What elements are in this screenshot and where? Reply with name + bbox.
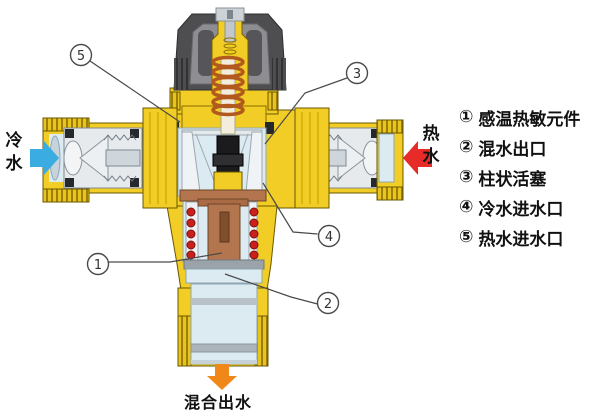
legend-label-1: 感温热敏元件 [478,109,581,130]
legend-item-4: ④ 冷水进水口 [459,192,580,222]
legend-item-1: ① 感温热敏元件 [459,102,580,132]
callout-4: 4 [262,182,341,248]
hot-water-label: 热水 [422,124,440,167]
legend-item-3: ③ 柱状活塞 [459,162,580,192]
callout-2: 2 [224,273,340,315]
screw-slot [227,10,233,19]
callout-5-number: 5 [77,49,85,64]
stem-spring [223,37,237,55]
mixed-water-arrow-icon [207,364,237,390]
callouts: 1 2 3 4 5 [69,43,369,315]
seat-plate [183,259,265,270]
legend: ① 感温热敏元件 ② 混水出口 ③ 柱状活塞 ④ 冷水进水口 ⑤ 热水进水口 [459,102,580,252]
cold-water-label: 冷水 [5,131,23,174]
element-chamber [179,189,267,284]
piston-cap [213,171,243,191]
return-spring-right [249,207,259,260]
callout-3-number: 3 [353,67,361,82]
cold-inlet-assembly [42,107,178,209]
callout-1-number: 1 [94,258,102,273]
outlet-rim [191,360,257,364]
hot-water-arrow-icon [403,141,432,175]
flange-knurl-left [169,91,181,111]
callout-4-number: 4 [325,230,333,245]
hot-thread-knurl-bottom [376,186,404,201]
cold-water-arrow-icon [30,141,59,175]
outlet-band-2 [190,343,258,353]
legend-label-4: 冷水进水口 [478,199,564,220]
legend-num-3: ③ [459,167,474,187]
mixed-outlet-label: 混合出水 [184,393,253,412]
seal-right [265,122,274,134]
hot-end-bore [378,133,395,183]
cold-nut-knurl-bottom [42,188,90,203]
legend-num-4: ④ [459,197,474,217]
funnel-line-left [195,133,217,187]
flange-knurl-right [267,91,279,111]
mixing-chamber [177,127,267,197]
element-slot [219,211,230,243]
main-spring [211,55,245,117]
hot-thread-knurl-top [376,119,404,134]
legend-item-5: ⑤ 热水进水口 [459,222,580,252]
legend-label-5: 热水进水口 [478,229,564,250]
piston-band [212,153,244,167]
hot-inlet-assembly [294,107,404,209]
legend-item-2: ② 混水出口 [459,132,580,162]
legend-label-3: 柱状活塞 [478,169,547,190]
callout-3: 3 [264,61,369,145]
legend-label-2: 混水出口 [478,139,547,160]
legend-num-5: ⑤ [459,227,474,247]
outlet-thread-left [177,315,192,367]
knob-knurl-right [272,58,286,90]
cold-union-nut [142,107,178,209]
knob-recess-left [198,30,214,76]
knob-knurl-left [174,58,188,90]
outlet-band-1 [191,298,257,305]
spindle-and-spring [211,55,245,135]
hot-union-nut [294,107,330,209]
temperature-knob [173,7,287,91]
outlet-assembly [177,283,269,367]
callout-5: 5 [69,43,181,123]
legend-num-1: ① [459,107,474,127]
return-spring-left [186,207,196,260]
callout-1: 1 [86,252,223,276]
cold-check-valve [63,127,143,189]
callout-2-number: 2 [324,297,332,312]
outlet-port-band [185,268,263,284]
knob-recess-right [246,30,262,76]
legend-num-2: ② [459,137,474,157]
